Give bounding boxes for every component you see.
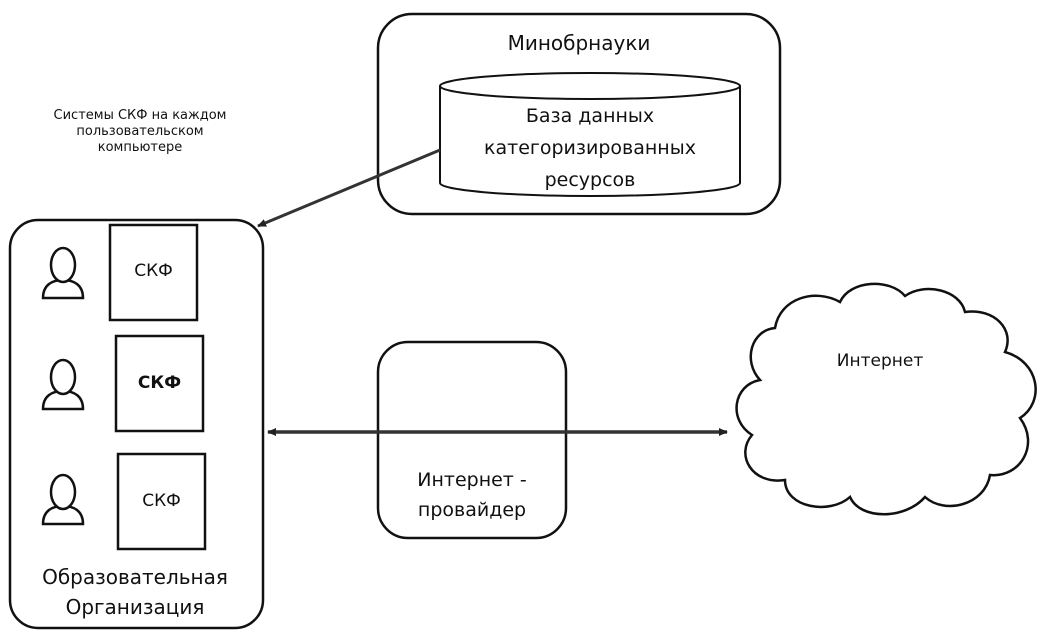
cloud-icon <box>735 282 1037 516</box>
ministry-title: Минобрнауки <box>507 31 651 55</box>
skf-box <box>116 452 207 551</box>
organization-label: Образовательная Организация <box>42 565 228 619</box>
user-icon <box>41 246 85 300</box>
provider-label: Интернет - провайдер <box>417 469 527 521</box>
database-label: База данных категоризированных ресурсов <box>484 105 696 191</box>
skf-note: Системы СКФ на каждом пользовательском к… <box>53 108 227 155</box>
skf-box <box>108 223 199 322</box>
skf-label: СКФ <box>137 373 182 393</box>
arrow-db-to-org <box>257 148 441 228</box>
user-icon <box>41 358 85 411</box>
skf-label: СКФ <box>134 261 173 281</box>
user-icon <box>41 473 85 526</box>
database-icon <box>439 72 741 197</box>
skf-label: СКФ <box>142 491 181 511</box>
internet-label: Интернет <box>836 351 924 371</box>
organization-box <box>8 218 265 630</box>
skf-box <box>114 334 205 433</box>
ministry-box <box>376 12 782 216</box>
provider-box <box>376 340 568 540</box>
